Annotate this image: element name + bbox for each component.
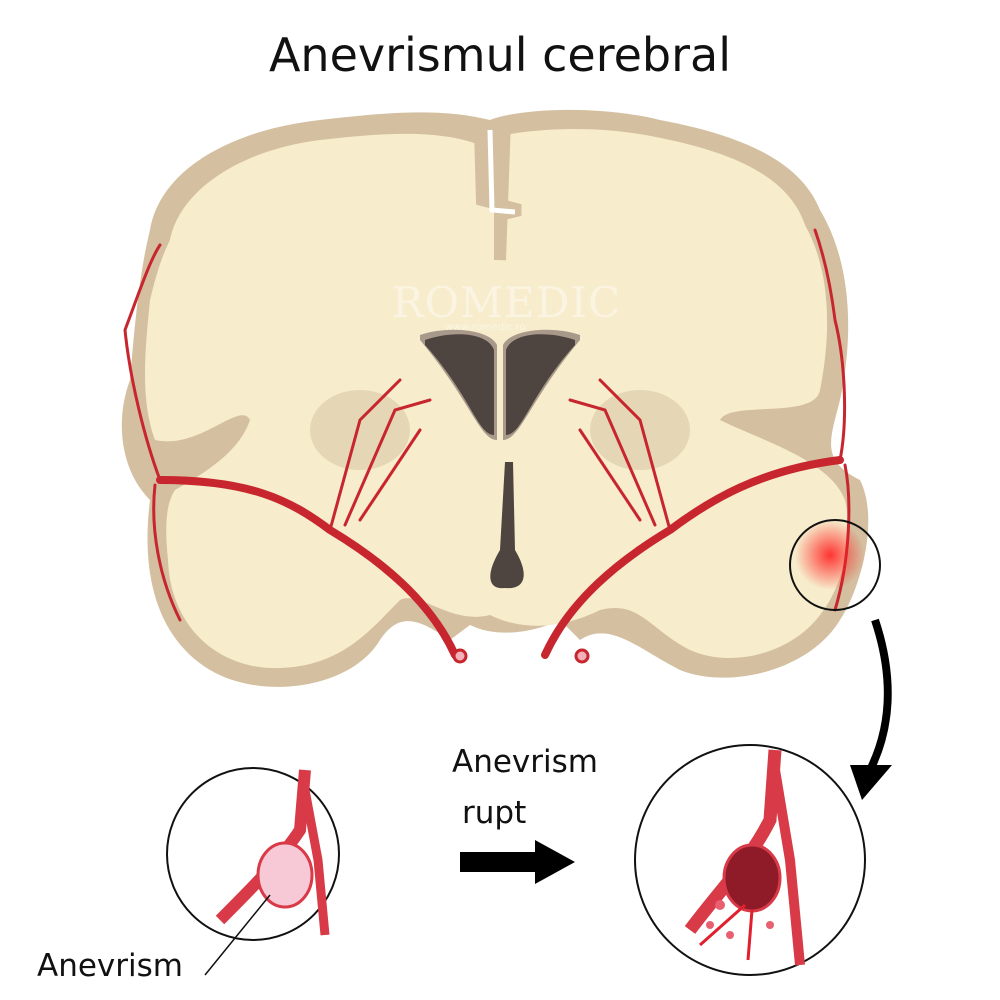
basal-ganglia-left	[310, 390, 410, 470]
aneurysm-label: Anevrism	[37, 948, 183, 984]
right-arrow-icon	[460, 840, 575, 884]
artery-cut-left	[452, 648, 468, 664]
curved-arrow-icon	[866, 618, 892, 772]
curved-arrow-head	[850, 765, 892, 800]
third-ventricle	[490, 462, 524, 589]
cerebral-arteries	[123, 228, 851, 659]
lateral-ventricles	[420, 329, 580, 440]
ruptured-aneurysm-detail-circle	[634, 744, 866, 976]
bleed-spot	[795, 520, 865, 590]
ruptured-label-line2: rupt	[462, 795, 527, 831]
aneurysm-detail-circle	[166, 767, 340, 976]
zoom-highlight-circle	[789, 519, 881, 611]
artery-cut-right	[574, 648, 590, 664]
aneurysm-sac	[256, 841, 314, 909]
watermark-url: www.romedic.ro	[445, 322, 526, 333]
page-title: Anevrismul cerebral	[268, 28, 732, 82]
label-pointer-line	[204, 894, 271, 976]
basal-ganglia-right	[590, 390, 690, 470]
ruptured-label-line1: Anevrism	[452, 744, 598, 780]
watermark-logo: ROMEDIC	[392, 278, 622, 327]
